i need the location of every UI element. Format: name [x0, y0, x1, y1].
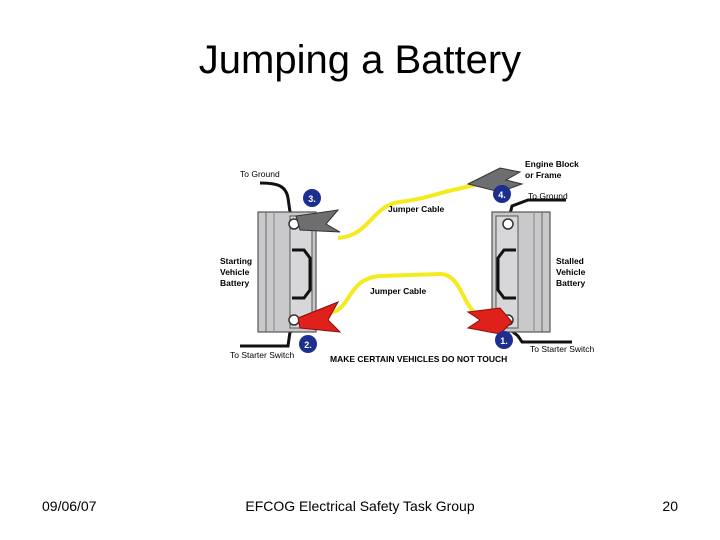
jumper-cable-bottom	[331, 271, 482, 318]
label-stalled-battery-1: Stalled	[556, 256, 584, 266]
step-badge-1: 1.	[495, 331, 513, 349]
label-jumper-cable-top: Jumper Cable	[388, 204, 444, 214]
label-stalled-battery-3: Battery	[556, 278, 586, 288]
ground-wire-left	[259, 181, 301, 220]
label-to-ground-left: To Ground	[240, 169, 280, 179]
label-engine-block-1: Engine Block	[525, 159, 579, 169]
label-engine-block-2: or Frame	[525, 170, 562, 180]
label-to-starter-left: To Starter Switch	[230, 350, 295, 360]
svg-text:3.: 3.	[308, 194, 316, 204]
label-starting-battery-1: Starting	[220, 256, 252, 266]
label-to-ground-right: To Ground	[528, 191, 568, 201]
svg-text:4.: 4.	[498, 190, 506, 200]
label-starting-battery-2: Vehicle	[220, 267, 250, 277]
slide-title: Jumping a Battery	[198, 38, 522, 82]
label-to-starter-right: To Starter Switch	[530, 344, 595, 354]
footer-date: 09/06/07	[42, 498, 97, 514]
warning-text: MAKE CERTAIN VEHICLES DO NOT TOUCH	[330, 354, 507, 364]
step-badge-4: 4.	[493, 185, 511, 203]
footer-organization: EFCOG Electrical Safety Task Group	[245, 498, 475, 514]
footer-page-number: 20	[662, 498, 678, 514]
positive-clamp-starting	[297, 301, 342, 333]
step-badge-3: 3.	[303, 189, 321, 207]
starting-vehicle-battery	[257, 211, 317, 333]
svg-text:1.: 1.	[500, 336, 508, 346]
label-stalled-battery-2: Vehicle	[556, 267, 586, 277]
step-badge-2: 2.	[299, 335, 317, 353]
svg-text:2.: 2.	[304, 340, 312, 350]
negative-clamp-starting	[295, 209, 341, 233]
jump-start-diagram: 3. 4. 2. 1. To Ground Engine Block or Fr…	[220, 159, 595, 364]
label-jumper-cable-bottom: Jumper Cable	[370, 286, 426, 296]
label-starting-battery-3: Battery	[220, 278, 250, 288]
